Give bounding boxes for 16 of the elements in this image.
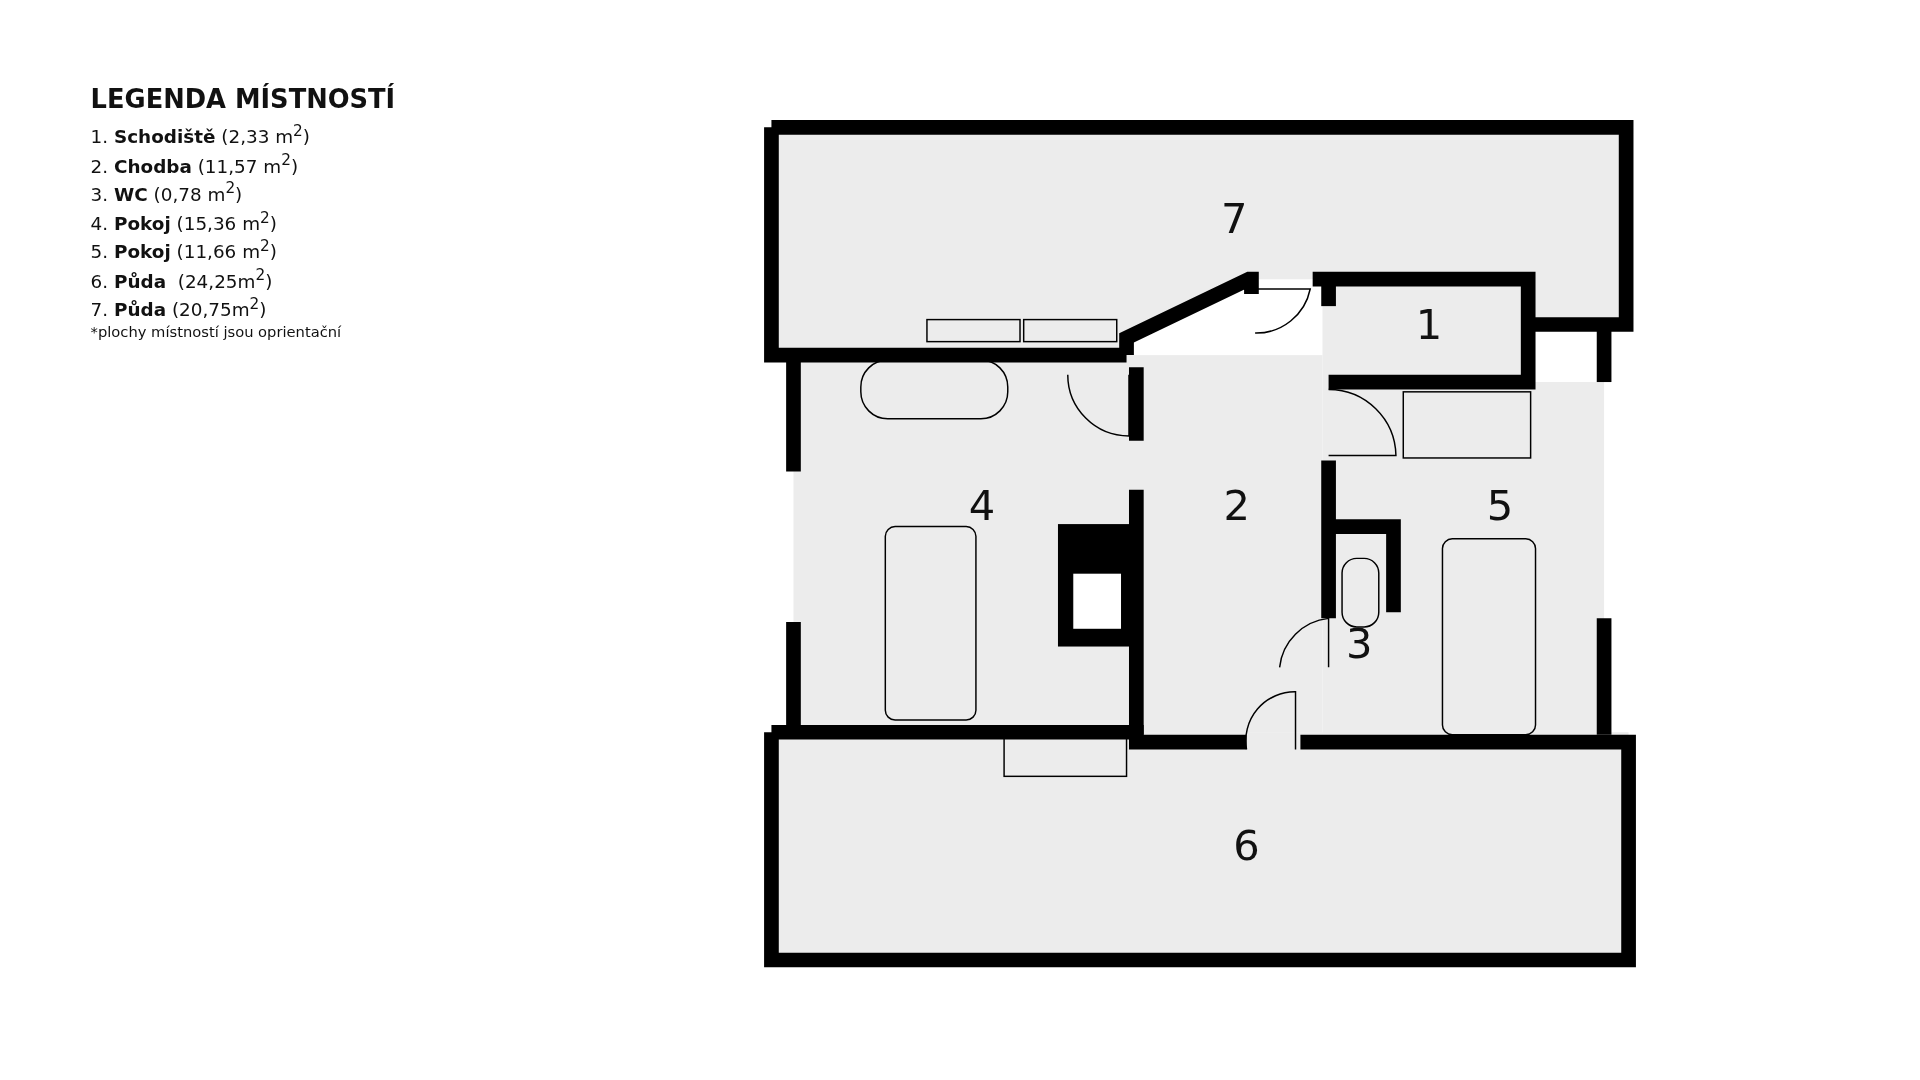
legend-entry: 6. Půda (24,25m$^{2}$) xyxy=(90,264,273,295)
room-number: 2 xyxy=(1223,481,1250,531)
room-number: 4 xyxy=(968,481,996,531)
footnote: *plochy místností jsou oprientační xyxy=(90,322,342,342)
legend-entry: 3. WC (0,78 m$^{2}$) xyxy=(90,177,243,208)
legend-entry: 2. Chodba (11,57 m$^{2}$) xyxy=(90,149,299,179)
legend-entry: 4. Pokoj (15,36 m$^{2}$) xyxy=(90,206,277,237)
room-number: 5 xyxy=(1486,481,1514,531)
legend-heading: LEGENDA MÍSTNOSTÍ xyxy=(90,82,396,116)
legend-entry: 1. Schodiště (2,33 m$^{2}$) xyxy=(90,120,310,151)
room-number: 7 xyxy=(1221,193,1248,243)
legend-entry: 7. Půda (20,75m$^{2}$) xyxy=(90,292,267,323)
room-number: 3 xyxy=(1345,618,1373,668)
room-number: 1 xyxy=(1415,300,1443,349)
room-number: 6 xyxy=(1233,820,1260,870)
legend-entry: 5. Pokoj (11,66 m$^{2}$) xyxy=(90,235,277,266)
